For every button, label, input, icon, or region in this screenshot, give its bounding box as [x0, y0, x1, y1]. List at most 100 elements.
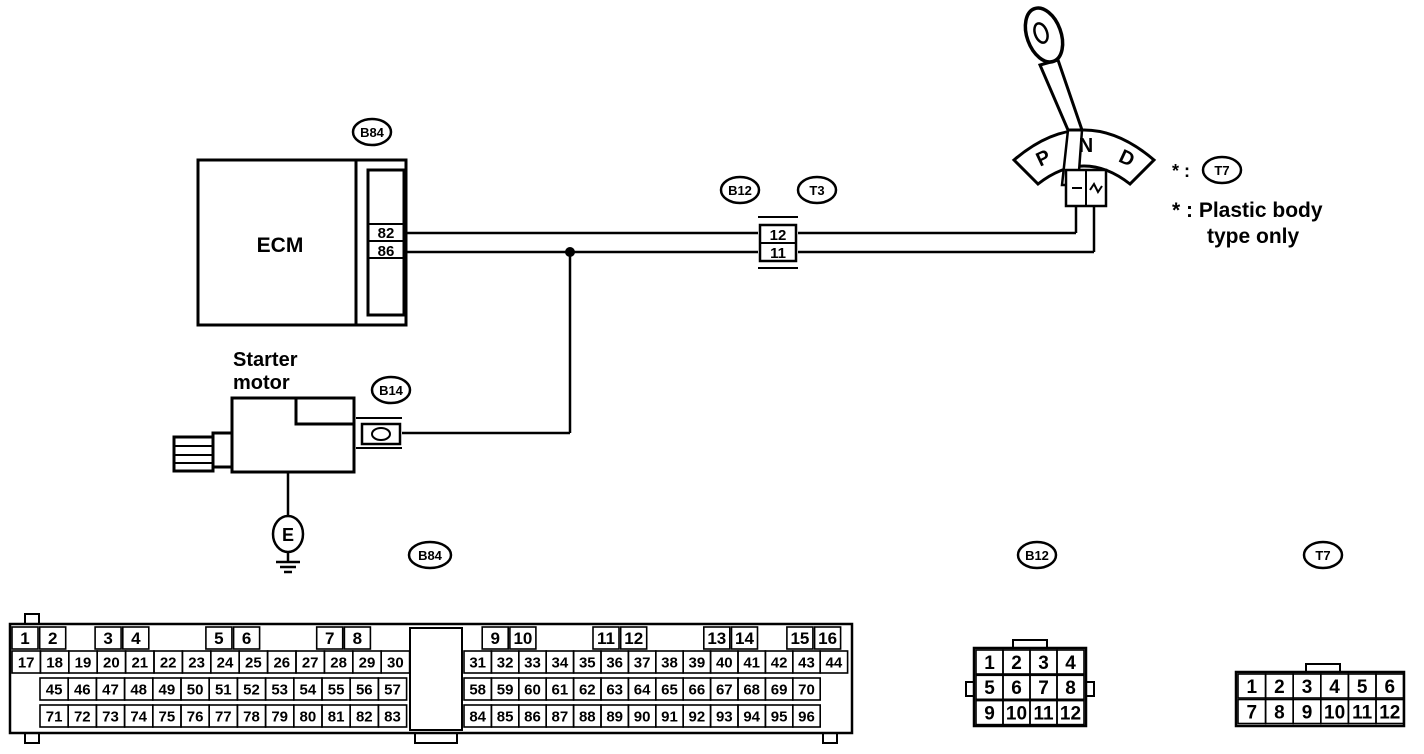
- b84-pin-56: 56: [356, 681, 373, 698]
- ecm-unit: ECM 82 86: [196, 158, 408, 327]
- b84-pin-28: 28: [330, 654, 347, 671]
- b84-pin-47: 47: [102, 681, 119, 698]
- b84-pin-3-cell: [94, 626, 122, 650]
- b84-pin-70: 70: [798, 681, 815, 698]
- b84-pin-83: 83: [384, 708, 401, 725]
- b84-pin-42: 42: [771, 654, 788, 671]
- b84-pin-6-cell: [232, 626, 261, 650]
- b84-pin-75: 75: [159, 708, 176, 725]
- starter-connector: B14: [356, 375, 412, 449]
- middle-connector-right-id: T3: [809, 183, 824, 198]
- b84-pin-9: 9: [490, 629, 499, 648]
- b12-pin-11: 11: [1033, 703, 1054, 724]
- b84-pin-51: 51: [215, 681, 232, 698]
- b84-pin-2-cell: [38, 626, 67, 650]
- t7-pin-8: 8: [1274, 702, 1285, 723]
- b84-pin-62: 62: [579, 681, 596, 698]
- b84-pin-14-cell: [730, 626, 759, 650]
- b84-pin-58: 58: [469, 681, 486, 698]
- b84-pin-64: 64: [634, 681, 651, 698]
- middle-pin-12: 12: [770, 227, 787, 244]
- b84-pin-77: 77: [215, 708, 232, 725]
- b84-pin-11: 11: [597, 629, 615, 648]
- t7-pin-6: 6: [1385, 677, 1396, 698]
- b12-view-title: B12: [1025, 548, 1049, 563]
- b84-pin-44-cell: [819, 650, 849, 674]
- b84-pin-67: 67: [716, 681, 733, 698]
- b84-pin-71: 71: [46, 708, 63, 725]
- inhibitor-switch: P N D T7 * : * : Plastic body type only: [1011, 6, 1323, 248]
- b12-pin-5: 5: [984, 678, 995, 699]
- switch-connector-id: T7: [1214, 163, 1229, 178]
- t7-pin-2: 2: [1274, 677, 1285, 698]
- b84-pin-82: 82: [356, 708, 373, 725]
- b12-pin-6: 6: [1011, 678, 1022, 699]
- t7-pin-10: 10: [1324, 702, 1345, 723]
- b84-pin-43: 43: [798, 654, 815, 671]
- b84-pin-15: 15: [790, 629, 809, 648]
- b84-pin-8: 8: [353, 629, 362, 648]
- position-n: N: [1079, 135, 1093, 157]
- b84-pin-44: 44: [826, 654, 843, 671]
- t7-pin-4: 4: [1329, 677, 1340, 698]
- b12-pin-9: 9: [984, 703, 995, 724]
- t7-pin-6-cell: [1375, 673, 1405, 699]
- b84-pin-70-cell: [791, 677, 821, 701]
- b84-pin-78: 78: [243, 708, 260, 725]
- b84-pin-2: 2: [48, 629, 57, 648]
- b12-pin-8-cell: [1056, 674, 1085, 701]
- b84-pin-93: 93: [716, 708, 733, 725]
- starter-label-line2: motor: [233, 372, 290, 394]
- b84-pin-14: 14: [735, 629, 754, 648]
- connector-view-titles: B84 B12 T7: [407, 540, 1344, 570]
- b12-pin-12: 12: [1060, 703, 1081, 724]
- b84-view-title: B84: [418, 548, 443, 563]
- t7-pin-3: 3: [1302, 677, 1313, 698]
- b84-pin-6: 6: [242, 629, 251, 648]
- b84-pin-40: 40: [716, 654, 733, 671]
- b84-pin-65: 65: [661, 681, 678, 698]
- b84-pin-4-cell: [122, 626, 150, 650]
- b84-pin-10-cell: [509, 626, 537, 650]
- b84-pin-17: 17: [18, 654, 35, 671]
- b84-pin-95: 95: [771, 708, 788, 725]
- t7-pin-5: 5: [1357, 677, 1368, 698]
- ecm-connector-label: B84: [351, 117, 393, 147]
- t7-pin-11: 11: [1352, 702, 1373, 723]
- b12-pin-3: 3: [1038, 653, 1049, 674]
- b84-pin-55: 55: [328, 681, 345, 698]
- b84-pin-84: 84: [469, 708, 486, 725]
- t7-pin-9: 9: [1302, 702, 1313, 723]
- b84-pin-96: 96: [798, 708, 815, 725]
- b12-pin-10: 10: [1006, 703, 1027, 724]
- b84-pin-81: 81: [328, 708, 345, 725]
- b84-pin-94: 94: [743, 708, 760, 725]
- t7-view-title: T7: [1315, 548, 1330, 563]
- starter-label-line1: Starter: [233, 349, 298, 371]
- b84-pin-31: 31: [469, 654, 486, 671]
- b84-pin-88: 88: [579, 708, 596, 725]
- b12-pin-4-cell: [1056, 649, 1085, 675]
- b84-pin-3: 3: [103, 629, 112, 648]
- ecm-label: ECM: [257, 234, 304, 257]
- b84-pin-79: 79: [271, 708, 288, 725]
- starter-motor: Starter motor E: [172, 349, 356, 574]
- b84-pin-66: 66: [689, 681, 706, 698]
- b84-pin-90: 90: [634, 708, 651, 725]
- t7-pin-12-cell: [1375, 698, 1405, 725]
- b84-pin-5: 5: [214, 629, 223, 648]
- b84-pin-52: 52: [243, 681, 260, 698]
- b84-pin-21: 21: [131, 654, 148, 671]
- b84-pin-25: 25: [245, 654, 262, 671]
- b84-pin-30: 30: [387, 654, 404, 671]
- b12-pin-8: 8: [1065, 678, 1076, 699]
- b84-pin-80: 80: [300, 708, 317, 725]
- middle-pin-11: 11: [770, 245, 786, 262]
- middle-connector: 12 11 B12 T3: [719, 175, 838, 269]
- middle-connector-left-id: B12: [728, 183, 752, 198]
- b84-pin-86: 86: [524, 708, 541, 725]
- b84-pin-38: 38: [661, 654, 678, 671]
